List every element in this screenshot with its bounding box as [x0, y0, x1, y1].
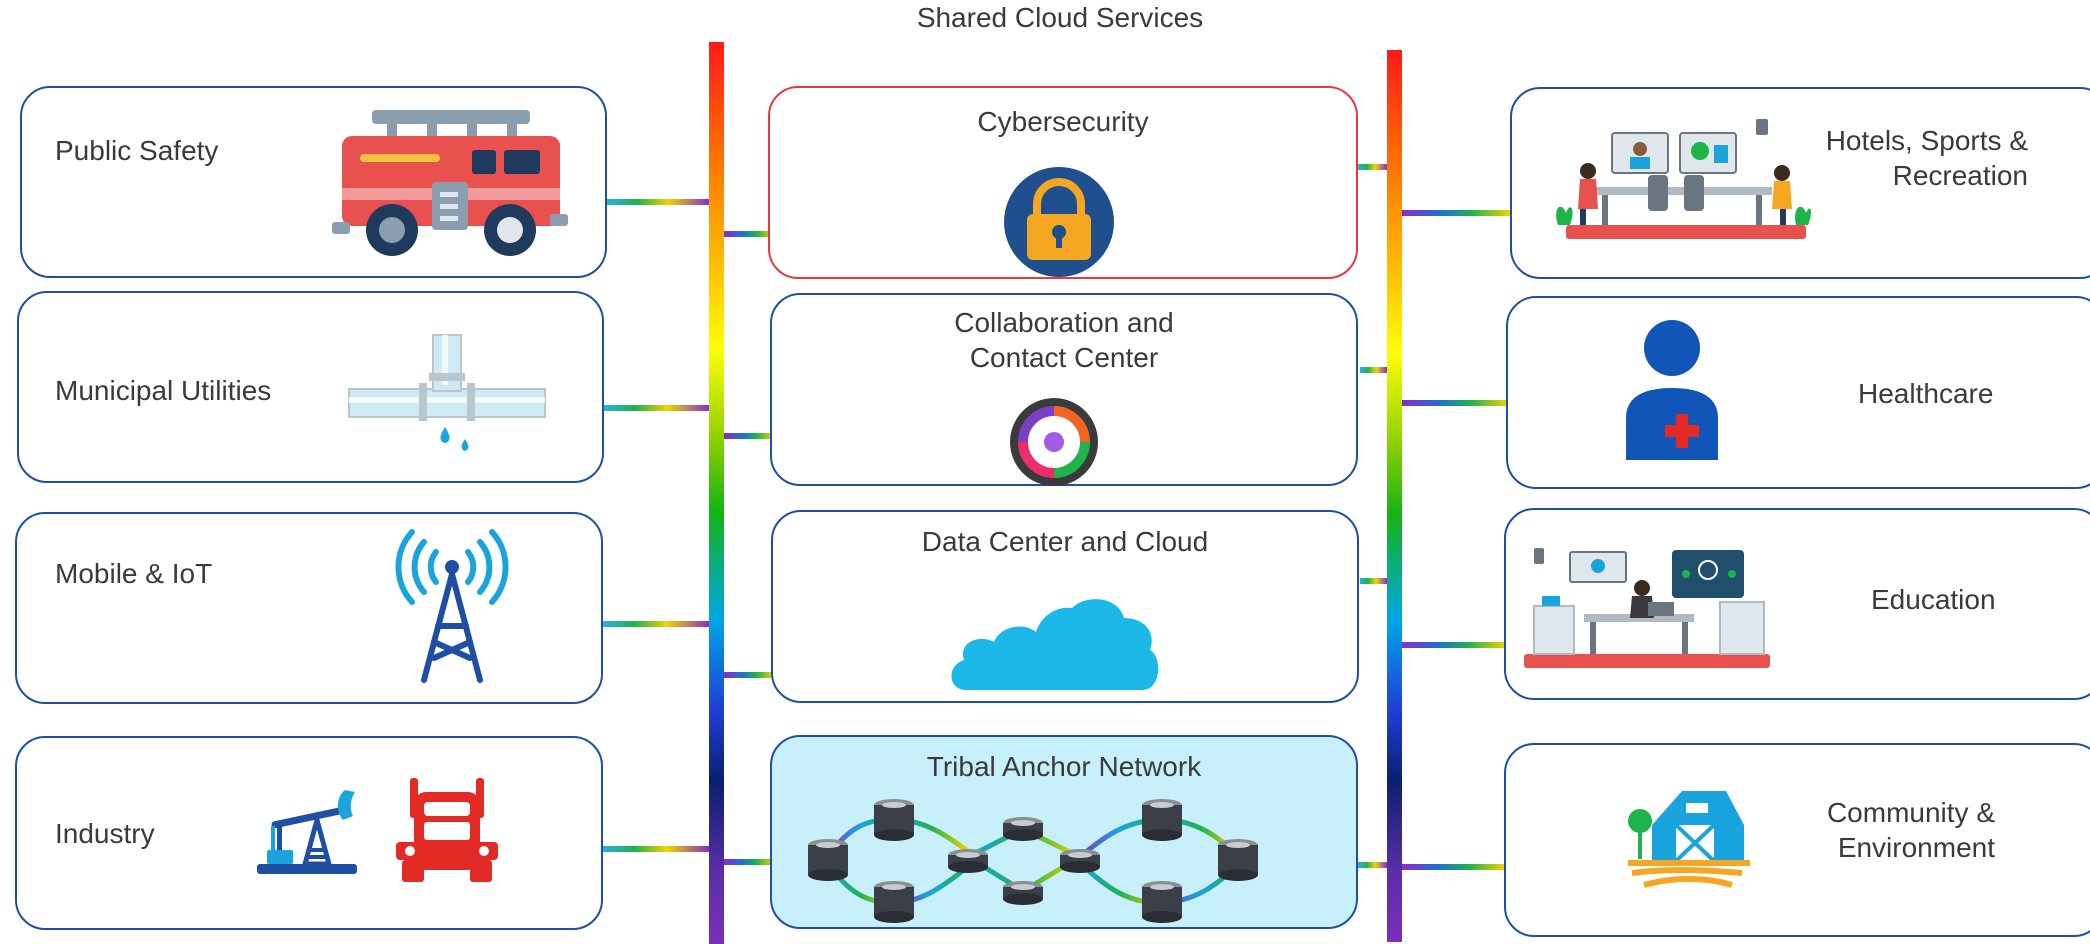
router-nodes [808, 799, 1258, 923]
video-meeting-scene-icon [1556, 119, 1812, 239]
left-backbone-bar [709, 42, 724, 944]
connector-cyber-right [1358, 164, 1387, 170]
card-label: Community & Environment [1826, 797, 1995, 863]
card-public-safety[interactable]: Public Safety [20, 86, 607, 278]
card-label: Collaboration and Contact Center [954, 307, 1174, 373]
card-label: Public Safety [55, 135, 219, 166]
card-data-center[interactable]: Data Center and Cloud [771, 510, 1359, 703]
water-pipe-leak-icon [348, 334, 546, 451]
medical-person-icon [1626, 320, 1718, 460]
oil-pump-icon [257, 790, 357, 874]
cell-tower-icon [395, 529, 509, 683]
right-backbone-bar [1387, 50, 1402, 942]
card-collaboration[interactable]: Collaboration and Contact Center [770, 293, 1358, 486]
card-cybersecurity[interactable]: Cybersecurity [768, 86, 1358, 279]
card-label: Healthcare [1858, 378, 1994, 409]
connector-data-center [724, 672, 774, 678]
card-label: Tribal Anchor Network [926, 751, 1202, 782]
connector-collaboration [724, 433, 774, 439]
connector-cybersecurity [724, 231, 774, 237]
connector-collab-right [1360, 367, 1387, 373]
card-industry[interactable]: Industry [15, 736, 603, 930]
card-tribal-anchor-network[interactable]: Tribal Anchor Network [770, 735, 1358, 929]
cloud-icon [951, 599, 1159, 690]
padlock-icon [1004, 167, 1114, 277]
fire-truck-icon [332, 110, 568, 256]
router-network-icon [808, 799, 1258, 923]
connector-education [1402, 642, 1505, 648]
card-label: Industry [55, 818, 155, 849]
card-label: Cybersecurity [977, 106, 1149, 137]
connector-mobile-iot [603, 621, 709, 627]
card-municipal-utilities[interactable]: Municipal Utilities [17, 291, 604, 483]
card-label: Municipal Utilities [55, 375, 272, 406]
connector-industry [603, 846, 709, 852]
connector-tribal-right [1358, 862, 1387, 868]
barn-farm-icon [1628, 791, 1750, 888]
connector-tribal-left [724, 859, 774, 865]
connector-community [1402, 864, 1505, 870]
remote-classroom-icon [1524, 548, 1770, 668]
card-community-environment[interactable]: Community & Environment [1504, 743, 2090, 937]
connector-municipal-utilities [604, 405, 709, 411]
connector-hotels [1402, 210, 1510, 216]
webex-logo-icon [1010, 398, 1098, 486]
card-mobile-iot[interactable]: Mobile & IoT [15, 512, 603, 704]
connector-dc-right [1360, 578, 1387, 584]
connector-healthcare [1402, 400, 1508, 406]
page-title: Shared Cloud Services [916, 2, 1204, 33]
connector-public-safety [607, 199, 709, 205]
card-label: Mobile & IoT [55, 558, 213, 589]
card-label: Data Center and Cloud [921, 526, 1209, 557]
card-healthcare[interactable]: Healthcare [1506, 296, 2090, 489]
card-label: Hotels, Sports & Recreation [1825, 125, 2028, 191]
semi-truck-icon [396, 778, 498, 882]
card-hotels-sports-recreation[interactable]: Hotels, Sports & Recreation [1510, 87, 2090, 279]
card-education[interactable]: Education [1504, 508, 2090, 700]
card-label: Education [1871, 584, 1996, 615]
